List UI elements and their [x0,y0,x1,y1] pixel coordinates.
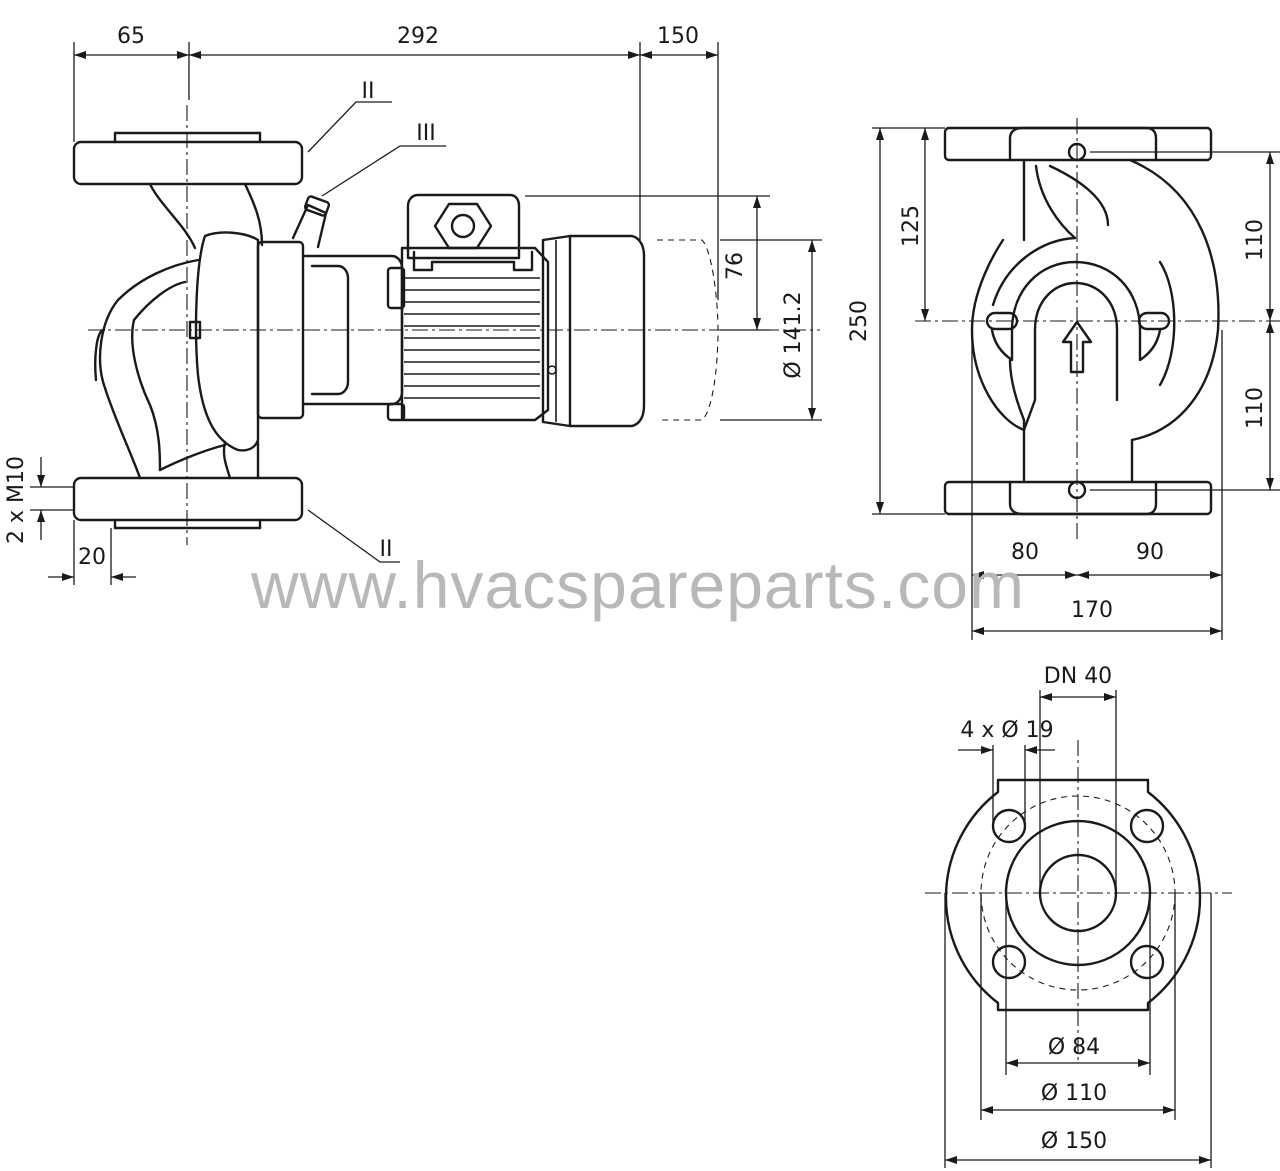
side-dimensions [30,42,822,585]
dim-292: 292 [397,24,439,49]
dim-20: 20 [78,545,106,570]
dim-65: 65 [117,24,145,49]
terminal-box [406,193,534,272]
dim-76: 76 [723,252,748,280]
top-flange [72,131,304,186]
venting-screw [291,195,331,249]
dim-250: 250 [847,300,872,342]
label-ii-top: II [362,79,375,104]
dim-84: Ø 84 [1048,1035,1100,1060]
label-ii-bottom: II [380,537,393,562]
dim-150-flange: Ø 150 [1041,1129,1107,1154]
dim-80: 80 [1011,540,1039,565]
label-iii: III [416,121,435,146]
fan-cover [541,234,646,428]
dim-110-lower: 110 [1243,387,1268,429]
dim-170: 170 [1071,598,1113,623]
dim-dn40: DN 40 [1044,664,1112,689]
dim-141-2: Ø 141.2 [781,291,806,378]
dim-m10: 2 x M10 [4,456,29,544]
motor-body [386,246,557,422]
front-view: 250 125 110 110 80 90 170 [847,118,1280,640]
dim-110-flange: Ø 110 [1041,1081,1107,1106]
flange-view: DN 40 4 x Ø 19 Ø 84 Ø 110 Ø 150 [925,664,1232,1168]
dim-90: 90 [1136,540,1164,565]
side-view: 65 292 150 II III II 76 Ø 141.2 2 x M10 … [4,24,822,585]
bottom-flange [72,476,304,530]
dim-holes: 4 x Ø 19 [960,718,1053,743]
dim-150-side: 150 [657,24,699,49]
dim-125: 125 [899,205,924,247]
watermark: www.hvacspareparts.com [250,548,1025,622]
dim-110-upper: 110 [1243,219,1268,261]
pump-housing [94,182,264,480]
